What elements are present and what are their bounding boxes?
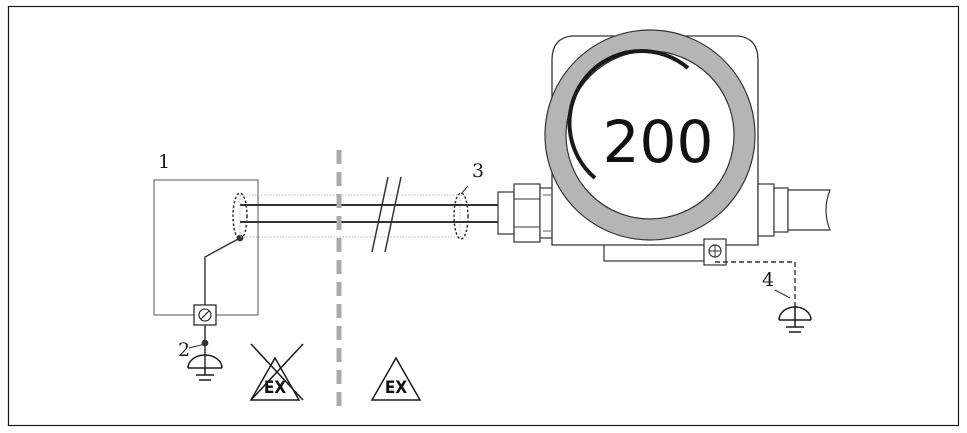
ex-hazardous-label: EX	[385, 378, 407, 398]
callout-2: 2	[178, 339, 190, 361]
earth-ground-left	[187, 325, 223, 381]
housing-ground-terminal	[703, 238, 727, 266]
earth-ground-right	[715, 261, 812, 333]
supply-unit	[153, 179, 259, 326]
ex-symbol-crossed: EX	[249, 343, 304, 401]
diagram-frame	[7, 5, 960, 427]
ex-crossed-label: EX	[264, 378, 286, 398]
callout-1: 1	[158, 151, 170, 173]
cable-gland	[497, 183, 555, 243]
callout-4: 4	[762, 269, 774, 291]
callout-3: 3	[472, 160, 484, 182]
display-value: 200	[603, 108, 714, 176]
transmitter: 200	[497, 29, 831, 266]
shielded-cable	[232, 176, 500, 253]
ex-symbol-hazardous: EX	[370, 356, 422, 401]
